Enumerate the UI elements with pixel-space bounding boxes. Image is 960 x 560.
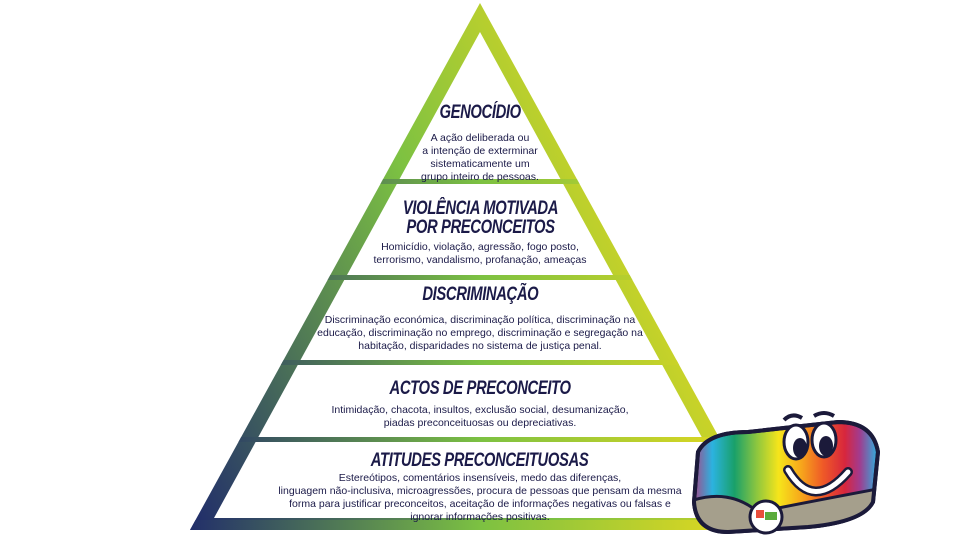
tier-genocidio: GENOCÍDIO A ação deliberada ou a intençã… [0,103,960,184]
tier-desc-line: terrorismo, vandalismo, profanação, amea… [373,254,587,266]
tier-divider [190,520,770,530]
tier-desc-line: piadas preconceituosas ou depreciativas. [383,417,577,429]
tier-desc-line: Intimidação, chacota, insultos, exclusão… [331,404,629,416]
tier-desc-line: ignorar informações positivas. [410,511,550,523]
tier-title: ACTOS DE PRECONCEITO [389,378,571,399]
eyes-icon [782,411,838,461]
tier-divider [190,360,770,365]
tier-desc-line: educação, discriminação no emprego, disc… [317,327,643,339]
tier-title: GENOCÍDIO [439,102,521,123]
tier-divider [190,179,770,184]
tier-desc-line: A ação deliberada ou [430,132,530,144]
rainbow-bag-mascot [691,411,881,535]
tier-discriminacao: DISCRIMINAÇÃO Discriminação económica, d… [0,285,960,353]
tier-title-line: VIOLÊNCIA MOTIVADA [402,198,558,219]
tier-desc-line: Estereótipos, comentários insensíveis, m… [338,472,622,484]
tier-desc-line: Discriminação económica, discriminação p… [324,314,636,326]
tier-desc-line: grupo inteiro de pessoas. [421,171,539,183]
tier-divider [190,437,770,442]
tier-title: DISCRIMINAÇÃO [422,284,538,305]
tier-violencia: VIOLÊNCIA MOTIVADA POR PRECONCEITOS Homi… [0,199,960,267]
tier-desc-line: sistematicamente um [430,158,530,170]
tier-title-line: POR PRECONCEITOS [405,217,555,238]
tier-title: VIOLÊNCIA MOTIVADA POR PRECONCEITOS [402,198,558,238]
tier-actos: ACTOS DE PRECONCEITO Intimidação, chacot… [0,379,960,430]
tier-desc-line: habitação, disparidades no sistema de ju… [358,340,602,352]
tier-desc-line: Homicídio, violação, agressão, fogo post… [381,241,579,253]
tier-desc-line: forma para justificar preconceitos, acei… [289,498,671,510]
tier-divider [190,275,770,280]
tier-title: ATITUDES PRECONCEITUOSAS [371,450,589,471]
tier-desc-line: a intenção de exterminar [422,145,538,157]
tier-atitudes: ATITUDES PRECONCEITUOSAS Estereótipos, c… [0,451,960,524]
tier-desc-line: linguagem não-inclusiva, microagressões,… [278,485,682,497]
